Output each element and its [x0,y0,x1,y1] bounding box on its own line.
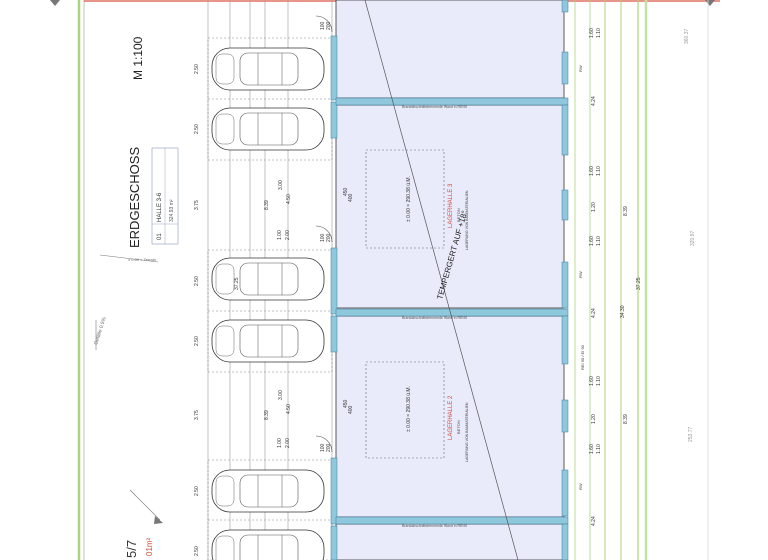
dim-depth-1: 8.39 [264,200,270,210]
dim-door-4: 2.00 [285,438,291,448]
hall2-level: ± 0.00 = 290.38 ü.M. [406,386,412,432]
dim-width-4: 3.00 [278,390,284,400]
car [211,47,325,91]
dim-bay-3: 3.75 [194,200,200,210]
rdim-8: 1.10 [596,236,602,246]
hall-walls [330,0,569,560]
hall2-name: LAGERHALLE 2 [448,395,454,440]
hall2-cap: 400 [348,405,354,414]
top-left-arrow [50,0,60,6]
rdim-10: 1.60 [589,376,595,386]
dim-span: 37.25 [234,277,240,290]
dim-door-2: 2.00 [285,230,291,240]
floor-title: ERDGESCHOSS [127,147,142,248]
rdim-depth-1: 8.39 [623,206,629,216]
door-swings [315,15,333,453]
rdim-14: 1.10 [596,444,602,454]
parcel-ref: 5/7 [124,540,139,558]
section-line [364,0,519,560]
rdim-3: 4.24 [591,96,597,106]
dim-bay-6: 3.75 [194,410,200,420]
right-dimension-strip [574,0,709,560]
wall-note-2: Brandabschnittstrennende Wand in REI90 [402,316,467,320]
car [211,529,325,560]
scale-label: M 1:100 [131,36,145,80]
hall-label: HALLE 3-6 [157,192,163,222]
terrain-note: ± 0.00 = Terrain [128,257,156,262]
opening-2b: 200 [326,233,332,242]
hall2-cap2: 450 [343,399,349,408]
rdim-mid: REI 90 / EI 90 [580,344,585,370]
hall-area: 324.93 m² [169,199,175,222]
hall3-name: LAGERHALLE 3 [448,183,454,228]
slope-arrow-head [154,516,163,524]
dim-bay-1: 2.50 [194,64,200,74]
hall3-cap: 400 [348,193,354,202]
rdim-13: 1.60 [589,444,595,454]
rdim-2: 1.10 [596,28,602,38]
rdim-total-2: 37.25 [636,277,642,290]
storage-areas [365,149,445,459]
gefaelle-label: Gefälle 0.5% [93,316,108,346]
rdim-total-1: 34.30 [620,305,626,318]
left-margin [0,0,80,560]
title-block [151,147,179,245]
wall-note-3: Brandabschnittstrennende Wand in REI90 [402,524,467,528]
opening-3a: 100 [320,443,326,452]
car [211,469,325,513]
dim-bay-4: 2.50 [194,276,200,286]
rdim-depth-2: 8.39 [623,414,629,424]
top-right-arrow [705,0,715,6]
rdim-7: 1.60 [589,236,595,246]
hall2-floor: BETON [456,420,461,434]
dim-width-1: 4.50 [286,194,292,204]
car [211,257,325,301]
dim-door-1: 1.00 [277,230,283,240]
hall3-cap2: 450 [343,187,349,196]
dim-bay-5: 2.50 [194,336,200,346]
far-dim-1: 360.37 [684,28,690,44]
rdim-11: 1.10 [596,376,602,386]
far-dim-3: 253.77 [688,426,694,442]
parked-cars [211,47,325,560]
slope-arrows [95,254,161,521]
car [211,107,325,151]
rdim-12: 1.20 [591,414,597,424]
parcel-area: 01m² [145,537,154,556]
dim-width-3: 3.00 [278,180,284,190]
wall-note-1: Brandabschnittstrennende Wand in REI90 [402,105,467,109]
dim-width-2: 4.50 [286,404,292,414]
rdim-9: 4.24 [591,308,597,318]
dim-bay-7: 2.50 [194,486,200,496]
rdim-rw-3: RW [578,483,583,490]
hall3-use: LAGERUNG VON BAUMATERIALIEN [465,190,469,250]
opening-3b: 200 [326,443,332,452]
opening-1b: 200 [326,21,332,30]
hall2-use: LAGERUNG VON BAUMATERIALIEN [465,402,469,462]
rdim-rw-1: RW [578,65,583,72]
opening-2a: 100 [320,233,326,242]
rdim-5: 1.10 [596,166,602,176]
dim-bay-2: 2.50 [194,124,200,134]
rdim-4: 1.60 [589,166,595,176]
opening-1a: 100 [320,21,326,30]
rdim-1: 1.60 [589,28,595,38]
far-dim-2: 320.97 [690,230,696,246]
hall3-floor: BETON [456,208,461,222]
dim-door-3: 1.00 [277,438,283,448]
rdim-6: 1.20 [591,202,597,212]
halls [335,0,565,560]
parking-dividers [208,98,332,521]
hall-number: 01 [157,233,163,240]
car [211,319,325,363]
hall3-level: ± 0.00 = 290.38 ü.M. [406,176,412,222]
rdim-rw-2: RW [578,271,583,278]
dim-depth-2: 8.39 [264,410,270,420]
rdim-15: 4.24 [591,516,597,526]
dim-bay-8: 2.50 [194,546,200,556]
